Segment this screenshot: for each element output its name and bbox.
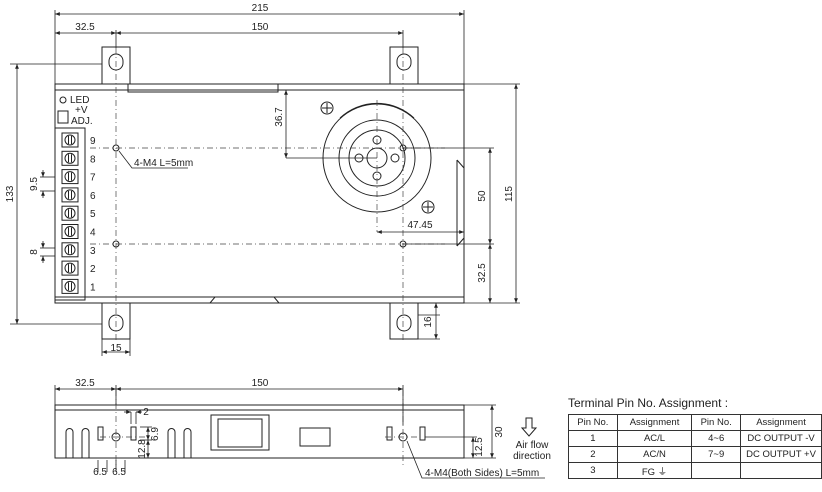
pin-assignment-panel: Terminal Pin No. Assignment : Pin No. As… <box>568 396 822 479</box>
terminal-number: 3 <box>90 246 96 257</box>
pin-table-title: Terminal Pin No. Assignment : <box>568 396 729 410</box>
terminal-number: 5 <box>90 209 96 220</box>
dim-fan-offset: 36.7 <box>274 107 285 127</box>
dim-fan-center-x: 47.45 <box>407 220 432 231</box>
terminal-screw <box>61 187 79 203</box>
adj-potentiometer <box>57 110 69 124</box>
table-cell: AC/N <box>616 446 693 463</box>
table-row: 2 AC/N 7~9 DC OUTPUT +V <box>568 446 822 463</box>
dim-side-12-8: 12.8 <box>137 439 148 459</box>
dim-side-12-5: 12.5 <box>474 437 485 457</box>
dim-bottom-offset: 32.5 <box>477 263 488 283</box>
top-view-dimension-text: 215 32.5 150 133 115 50 32.5 36.7 47.45 … <box>5 3 515 354</box>
label-adj: ADJ. <box>71 116 93 127</box>
dim-hole-spacing: 150 <box>252 22 269 33</box>
dim-side-height: 30 <box>494 426 505 438</box>
table-row: 3 FG ⏚ <box>568 462 822 479</box>
terminal-number: 6 <box>90 191 96 202</box>
table-cell: 7~9 <box>691 446 742 463</box>
table-cell <box>740 462 822 479</box>
terminal-screw <box>61 205 79 221</box>
terminal-number: 1 <box>90 282 96 293</box>
dim-left-offset: 32.5 <box>75 22 95 33</box>
side-view-dimensions <box>54 385 545 479</box>
label-led: LED <box>70 95 89 106</box>
bottom-rib <box>209 296 280 304</box>
table-cell: DC OUTPUT -V <box>740 430 822 447</box>
label-plus-v: +V <box>75 105 88 116</box>
side-view <box>54 404 465 459</box>
terminal-screw <box>61 260 79 276</box>
pin-table-header-row: Pin No. Assignment Pin No. Assignment <box>568 414 822 431</box>
side-view-centerlines <box>100 390 420 465</box>
top-rib <box>127 84 279 93</box>
pin-table-header-cell: Pin No. <box>568 414 618 431</box>
side-view-body <box>54 404 465 459</box>
terminal-screw <box>61 278 79 294</box>
terminal-screw <box>61 132 79 148</box>
label-mount-top: 4-M4 L=5mm <box>134 158 193 169</box>
terminal-number: 8 <box>90 154 96 165</box>
table-cell: 4~6 <box>691 430 742 447</box>
dim-terminal-width: 8 <box>29 249 40 255</box>
table-cell: 2 <box>568 446 618 463</box>
terminal-screw <box>61 169 79 185</box>
dim-side-6-5a: 6.5 <box>93 467 107 478</box>
table-row: 1 AC/L 4~6 DC OUTPUT -V <box>568 430 822 447</box>
air-flow-arrow <box>520 417 538 437</box>
pin-table-header-cell: Assignment <box>616 414 693 431</box>
dim-tab-width: 15 <box>110 343 122 354</box>
top-view-centerlines <box>90 48 445 340</box>
fan-grill <box>320 101 435 214</box>
dim-overall-width: 215 <box>252 3 269 14</box>
table-cell: 1 <box>568 430 618 447</box>
led-indicator <box>59 96 67 104</box>
terminal-screws: 9 8 7 6 5 4 3 2 1 <box>61 132 96 294</box>
dim-side-left-offset: 32.5 <box>75 378 95 389</box>
table-cell: FG ⏚ <box>616 462 693 479</box>
dim-vertical-hole-spacing: 50 <box>477 190 488 202</box>
terminal-screw <box>61 224 79 239</box>
table-cell: AC/L <box>616 430 693 447</box>
terminal-screw <box>61 242 79 258</box>
side-vent-slots-left <box>65 428 192 458</box>
terminal-number: 7 <box>90 173 96 184</box>
terminal-number: 4 <box>90 228 96 239</box>
label-mount-side: 4-M4(Both Sides) L=5mm <box>425 468 539 479</box>
top-view-dimensions <box>10 10 520 356</box>
dim-body-height: 115 <box>504 186 515 202</box>
mount-tab-bottom-right <box>389 302 419 340</box>
mount-tab-top-right <box>389 46 419 85</box>
dim-side-slot-width: 2 <box>143 407 149 418</box>
pin-table-header-cell: Assignment <box>740 414 822 431</box>
label-air-flow-2: direction <box>513 451 551 462</box>
side-window <box>210 414 270 451</box>
pin-table-header-cell: Pin No. <box>691 414 742 431</box>
label-air-flow-1: Air flow <box>516 440 550 451</box>
terminal-number: 9 <box>90 136 96 147</box>
table-cell <box>691 462 742 479</box>
dim-tab-height: 16 <box>423 316 434 328</box>
dim-side-hole-spacing: 150 <box>252 378 269 389</box>
dim-side-6-9: 6.9 <box>150 427 161 441</box>
dim-side-6-5b: 6.5 <box>112 467 126 478</box>
table-cell: 3 <box>568 462 618 479</box>
terminal-number: 2 <box>90 264 96 275</box>
table-cell: DC OUTPUT +V <box>740 446 822 463</box>
side-label-plate <box>299 427 331 447</box>
dim-overall-height: 133 <box>5 185 16 202</box>
side-view-dimension-text: 32.5 150 2 6.9 12.8 6.5 6.5 12.5 30 Air … <box>75 378 551 479</box>
terminal-screw <box>61 150 79 166</box>
terminal-block <box>54 96 86 301</box>
dim-terminal-pitch: 9.5 <box>29 177 40 191</box>
pin-assignment-table: Pin No. Assignment Pin No. Assignment 1 … <box>568 414 822 479</box>
